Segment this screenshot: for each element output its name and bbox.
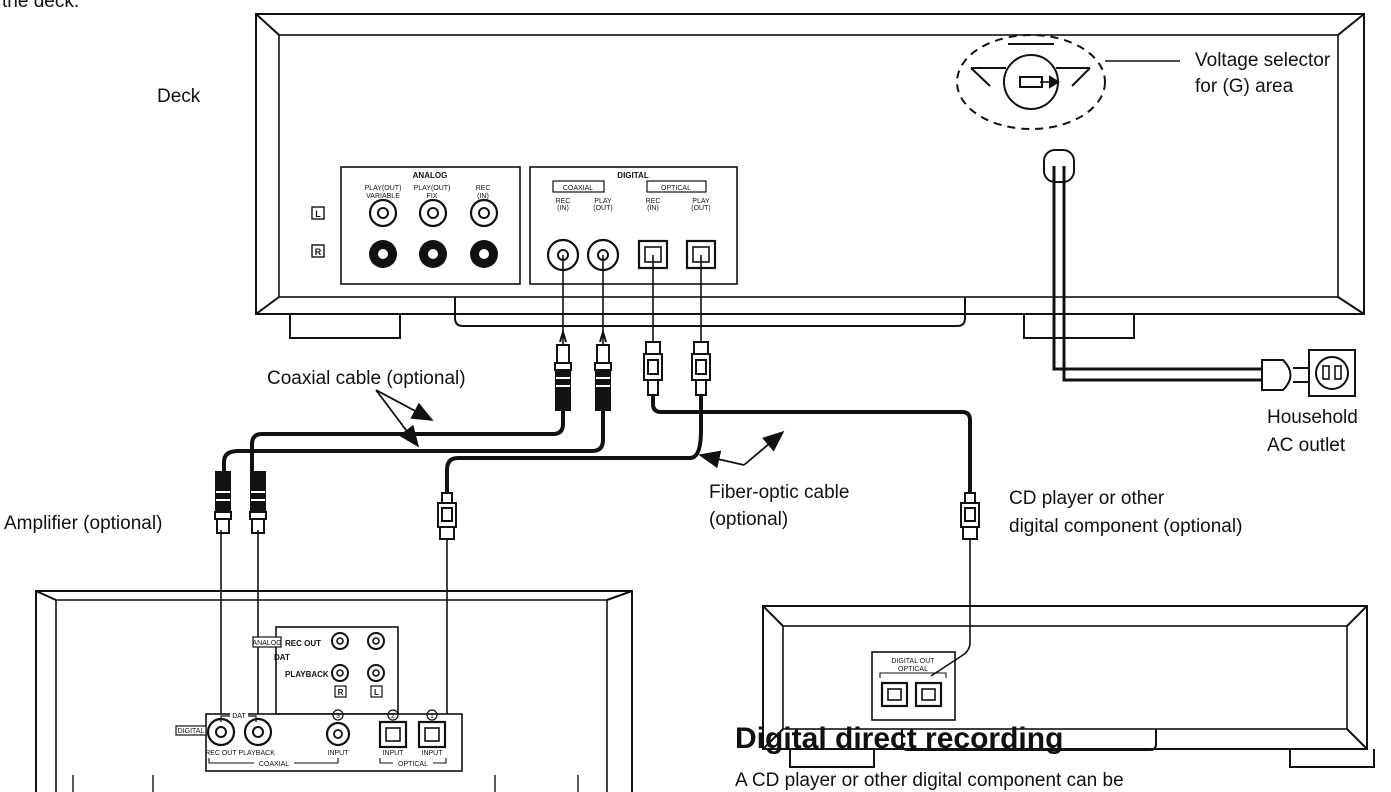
svg-text:ANALOG: ANALOG	[413, 171, 448, 180]
svg-text:R: R	[315, 247, 322, 257]
cd-player-label-line2: digital component (optional)	[1009, 516, 1243, 537]
label-arrows	[375, 389, 785, 469]
svg-text:COAXIAL: COAXIAL	[563, 185, 593, 192]
svg-text:ANALOG: ANALOG	[252, 640, 281, 647]
ac-outlet	[1308, 349, 1356, 397]
amp-digital-panel: DIGITAL DAT REC OUT PLAYBACK COAXIAL 3 I…	[175, 709, 463, 772]
svg-text:(IN): (IN)	[647, 205, 659, 212]
amplifier-unit	[35, 590, 633, 792]
svg-text:DIGITAL OUT: DIGITAL OUT	[891, 658, 935, 665]
svg-text:OPTICAL: OPTICAL	[898, 666, 928, 673]
svg-text:FIX: FIX	[427, 193, 438, 200]
svg-text:L: L	[374, 688, 379, 697]
voltage-selector-label-line2: for (G) area	[1195, 76, 1294, 97]
deck-unit	[255, 13, 1365, 339]
svg-text:OPTICAL: OPTICAL	[661, 185, 691, 192]
svg-text:R: R	[338, 688, 344, 697]
svg-text:INPUT: INPUT	[422, 750, 444, 757]
svg-text:REC: REC	[476, 185, 491, 192]
svg-text:DIGITAL: DIGITAL	[617, 171, 649, 180]
fiber-optic-cable-label-line2: (optional)	[709, 509, 789, 530]
svg-text:INPUT: INPUT	[328, 750, 350, 757]
svg-text:REC OUT: REC OUT	[285, 639, 321, 648]
amplifier-label: Amplifier (optional)	[4, 513, 163, 534]
svg-text:OPTICAL: OPTICAL	[398, 761, 428, 768]
intro-text-fragment: the deck.	[2, 0, 80, 12]
optical-plugs	[437, 341, 980, 540]
coaxial-plugs-deck	[554, 328, 612, 411]
svg-text:(OUT): (OUT)	[593, 205, 612, 212]
svg-text:PLAY(OUT): PLAY(OUT)	[365, 185, 402, 192]
deck-digital-panel: DIGITAL COAXIAL OPTICAL REC (IN) PLAY (O…	[529, 166, 738, 285]
svg-text:VARIABLE: VARIABLE	[366, 193, 400, 200]
svg-text:PLAY: PLAY	[594, 198, 612, 205]
svg-text:L: L	[315, 209, 321, 219]
coaxial-cable-label: Coaxial cable (optional)	[267, 368, 466, 389]
cd-digital-out-panel: DIGITAL OUT OPTICAL	[871, 651, 956, 721]
deck-label: Deck	[157, 86, 201, 107]
section-body-fragment: A CD player or other digital component c…	[735, 770, 1124, 791]
svg-text:DAT: DAT	[232, 713, 246, 720]
svg-text:DAT: DAT	[274, 653, 290, 662]
svg-text:DIGITAL: DIGITAL	[178, 728, 205, 735]
svg-text:2: 2	[391, 713, 395, 720]
power-cord	[1043, 149, 1308, 391]
svg-text:REC: REC	[556, 198, 571, 205]
svg-text:1: 1	[430, 713, 434, 720]
svg-text:PLAY: PLAY	[692, 198, 710, 205]
svg-text:(IN): (IN)	[477, 193, 489, 200]
household-outlet-label-line2: AC outlet	[1267, 435, 1346, 456]
amp-analog-panel: ANALOG REC OUT DAT PLAYBACK R L	[252, 626, 399, 715]
svg-text:PLAYBACK: PLAYBACK	[285, 670, 329, 679]
svg-text:REC: REC	[646, 198, 661, 205]
svg-text:PLAY(OUT): PLAY(OUT)	[414, 185, 451, 192]
voltage-selector-label-line1: Voltage selector	[1195, 50, 1331, 71]
svg-text:INPUT: INPUT	[383, 750, 405, 757]
section-heading: Digital direct recording	[735, 722, 1064, 755]
svg-text:(OUT): (OUT)	[691, 205, 710, 212]
voltage-selector	[956, 34, 1106, 130]
svg-text:REC OUT PLAYBACK: REC OUT PLAYBACK	[205, 750, 275, 757]
coaxial-plugs-amp	[214, 471, 267, 534]
svg-text:(IN): (IN)	[557, 205, 569, 212]
cd-player-label-line1: CD player or other	[1009, 488, 1165, 509]
deck-analog-panel: ANALOG PLAY(OUT) VARIABLE PLAY(OUT) FIX …	[311, 166, 521, 285]
svg-text:COAXIAL: COAXIAL	[259, 761, 289, 768]
svg-text:3: 3	[336, 713, 340, 720]
household-outlet-label-line1: Household	[1267, 407, 1358, 428]
cd-player-unit	[762, 605, 1375, 768]
fiber-optic-cable-label-line1: Fiber-optic cable	[709, 482, 850, 503]
